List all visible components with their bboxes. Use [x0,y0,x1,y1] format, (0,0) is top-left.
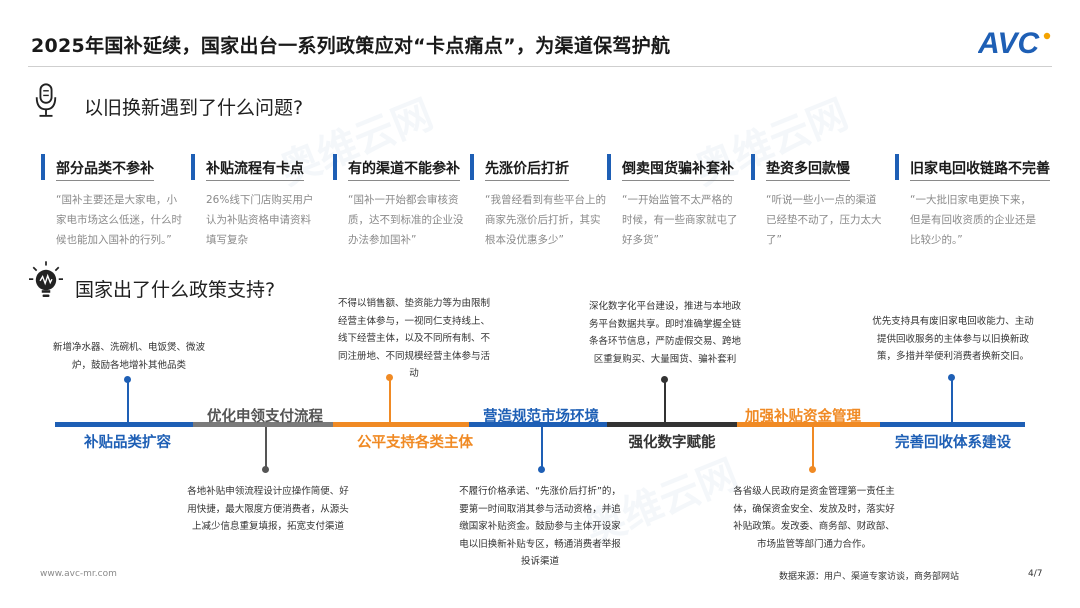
policy-label: 优化申领支付流程 [207,409,323,425]
avc-logo: AVC [978,27,1051,60]
policy-description: 不履行价格承诺、“先涨价后打折”的，要第一时间取消其参与活动资格，并追缴国家补贴… [459,486,621,567]
lightbulb-icon [29,261,63,297]
connector-dot [809,466,816,473]
timeline-segment [737,422,880,427]
card-accent-bar [191,154,195,180]
connector-line [664,380,666,422]
connector-line [541,427,543,470]
page-number: 4/7 [1028,569,1043,579]
connector-line [812,427,814,470]
timeline-segment [193,422,333,427]
problem-heading: 旧家电回收链路不完善 [910,158,1050,181]
problem-quote: “一开始监管不太严格的时候，有一些商家就屯了好多货” [622,194,738,246]
policy-label: 强化数字赋能 [628,435,716,451]
microphone-icon [35,83,57,117]
timeline-segment [880,422,1025,427]
connector-dot [262,466,269,473]
problem-quote: “国补一开始都会审核资质，达不到标准的企业没办法参加国补” [348,194,464,246]
problem-heading: 补贴流程有卡点 [206,158,304,181]
policy-label: 完善回收体系建设 [895,435,1011,451]
problem-heading: 倒卖囤货骗补套补 [622,158,734,181]
connector-dot [124,376,131,383]
problem-quote: “听说一些小一点的渠道已经垫不动了，压力太大了” [766,194,882,246]
timeline-segment [333,422,469,427]
timeline-segment [469,422,607,427]
footer-source: 数据来源：用户、渠道专家访谈，商务部网站 [779,572,960,582]
logo-text: AVC [978,27,1040,60]
title-divider [28,66,1052,67]
policy-description: 各地补贴申领流程设计应操作简便、好用快捷，最大限度方便消费者，从源头上减少信息重… [187,486,349,532]
policy-description: 新增净水器、洗碗机、电饭煲、微波炉，鼓励各地增补其他品类 [52,342,205,371]
policy-label: 补贴品类扩容 [84,435,171,451]
connector-dot [386,374,393,381]
problem-quote: 26%线下门店购买用户认为补贴资格申请资料填写复杂 [206,194,314,246]
card-accent-bar [333,154,337,180]
page-title: 2025年国补延续，国家出台一系列政策应对“卡点痛点”，为渠道保驾护航 [31,35,671,57]
problem-heading: 部分品类不参补 [56,158,154,181]
timeline-segment [607,422,737,427]
card-accent-bar [751,154,755,180]
connector-line [389,378,391,422]
problem-heading: 垫资多回款慢 [766,158,850,181]
connector-line [127,380,129,422]
section-title-problems: 以旧换新遇到了什么问题? [84,97,304,119]
problem-heading: 有的渠道不能参补 [348,158,460,181]
card-accent-bar [470,154,474,180]
connector-dot [661,376,668,383]
connector-dot [948,374,955,381]
card-accent-bar [895,154,899,180]
connector-dot [538,466,545,473]
problem-quote: “我曾经看到有些平台上的商家先涨价后打折，其实根本没优惠多少” [485,194,606,246]
policy-label: 加强补贴资金管理 [745,409,861,425]
timeline-segment [55,422,193,427]
section-title-policies: 国家出了什么政策支持? [75,279,276,301]
problem-quote: “国补主要还是大家电，小家电市场这么低迷，什么时候也能加入国补的行列。” [56,194,182,246]
card-accent-bar [41,154,45,180]
connector-line [265,427,267,470]
problem-quote: “一大批旧家电更换下来，但是有回收资质的企业还是比较少的。” [910,194,1036,246]
policy-label: 营造规范市场环境 [483,409,599,425]
connector-line [951,378,953,422]
policy-description: 不得以销售额、垫资能力等为由限制经营主体参与，一视同仁支持线上、线下经营主体，以… [337,298,490,379]
card-accent-bar [607,154,611,180]
policy-label: 公平支持各类主体 [357,435,473,451]
policy-description: 深化数字化平台建设，推进与本地政务平台数据共享。即时准确掌握全链条各环节信息，严… [588,301,741,365]
policy-description: 各省级人民政府是资金管理第一责任主体，确保资金安全、发放及时，落实好补贴政策。发… [733,486,895,550]
footer-website: www.avc-mr.com [40,569,117,579]
policy-description: 优先支持具有废旧家电回收能力、主动提供回收服务的主体参与以旧换新政策，多措并举便… [872,316,1034,362]
problem-heading: 先涨价后打折 [485,158,569,181]
